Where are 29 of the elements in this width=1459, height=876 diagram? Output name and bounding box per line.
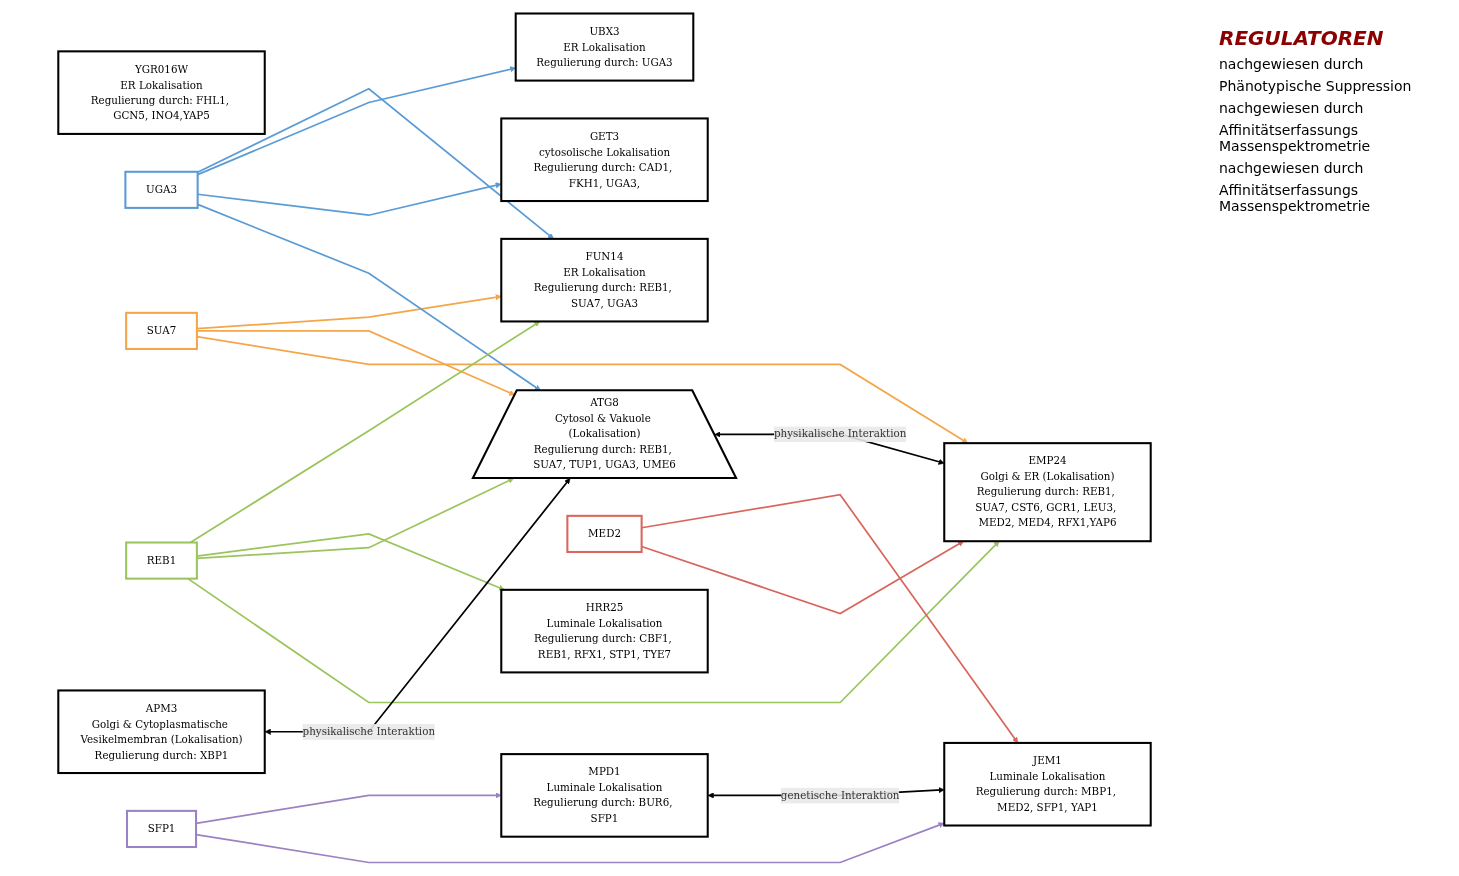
- edge-label: physikalische Interaktion: [302, 725, 436, 738]
- arrow: [196, 335, 969, 444]
- arrow: [196, 330, 516, 396]
- node-box: JEM1 Luminale Lokalisation Regulierung durch: MBP1, MED2, SFP1, YAP1: [943, 741, 1152, 827]
- heading-text: REGULATOREN: [1219, 26, 1385, 50]
- node-box: MED2: [566, 514, 643, 553]
- edge-label: genetische Interaktion: [780, 789, 900, 802]
- note-text: Affinitätserfassungs Massenspektrometrie: [1219, 122, 1372, 154]
- node-box: MPD1 Luminale Lokalisation Regulierung durch: BUR6, SFP1: [500, 753, 709, 838]
- node-box: SUA7: [125, 311, 198, 350]
- arrow: [196, 533, 505, 591]
- node-box: EMP24 Golgi & ER (Lokalisation) Regulierung durch: REB1, SUA7, CST6, GCR1, LEU3, MED2, MED4, RFX1,YAP6: [943, 442, 1152, 543]
- note-text: Phänotypische Suppression: [1219, 78, 1413, 94]
- note-text: nachgewiesen durch: [1219, 56, 1365, 72]
- note-text: nachgewiesen durch: [1219, 100, 1365, 116]
- node-box: FUN14 ER Lokalisation Regulierung durch: REB1, SUA7, UGA3: [500, 237, 709, 323]
- note-text: nachgewiesen durch: [1219, 160, 1365, 176]
- node-box: UBX3 ER Lokalisation Regulierung durch: UGA3: [514, 12, 695, 82]
- node-box: UGA3: [124, 170, 199, 209]
- note-text: Affinitätserfassungs Massenspektrometrie: [1219, 182, 1372, 214]
- arrow: [196, 203, 541, 391]
- node-box: REB1: [125, 541, 198, 580]
- node-box: YGR016W ER Lokalisation Regulierung durch: FHL1, GCN5, INO4,YAP5: [57, 50, 266, 135]
- node-box: SFP1: [125, 809, 198, 849]
- edge-label: physikalische Interaktion: [773, 427, 907, 441]
- node-box: HRR25 Luminale Lokalisation Regulierung durch: CBF1, REB1, RFX1, STP1, TYE7: [500, 588, 709, 674]
- node-box: APM3 Golgi & Cytoplasmatische Vesikelmembran (Lokalisation) Regulierung durch: XBP1: [57, 689, 266, 775]
- arrow: [196, 294, 502, 330]
- node-box: GET3 cytosolische Lokalisation Regulierung durch: CAD1, FKH1, UGA3,: [500, 117, 709, 203]
